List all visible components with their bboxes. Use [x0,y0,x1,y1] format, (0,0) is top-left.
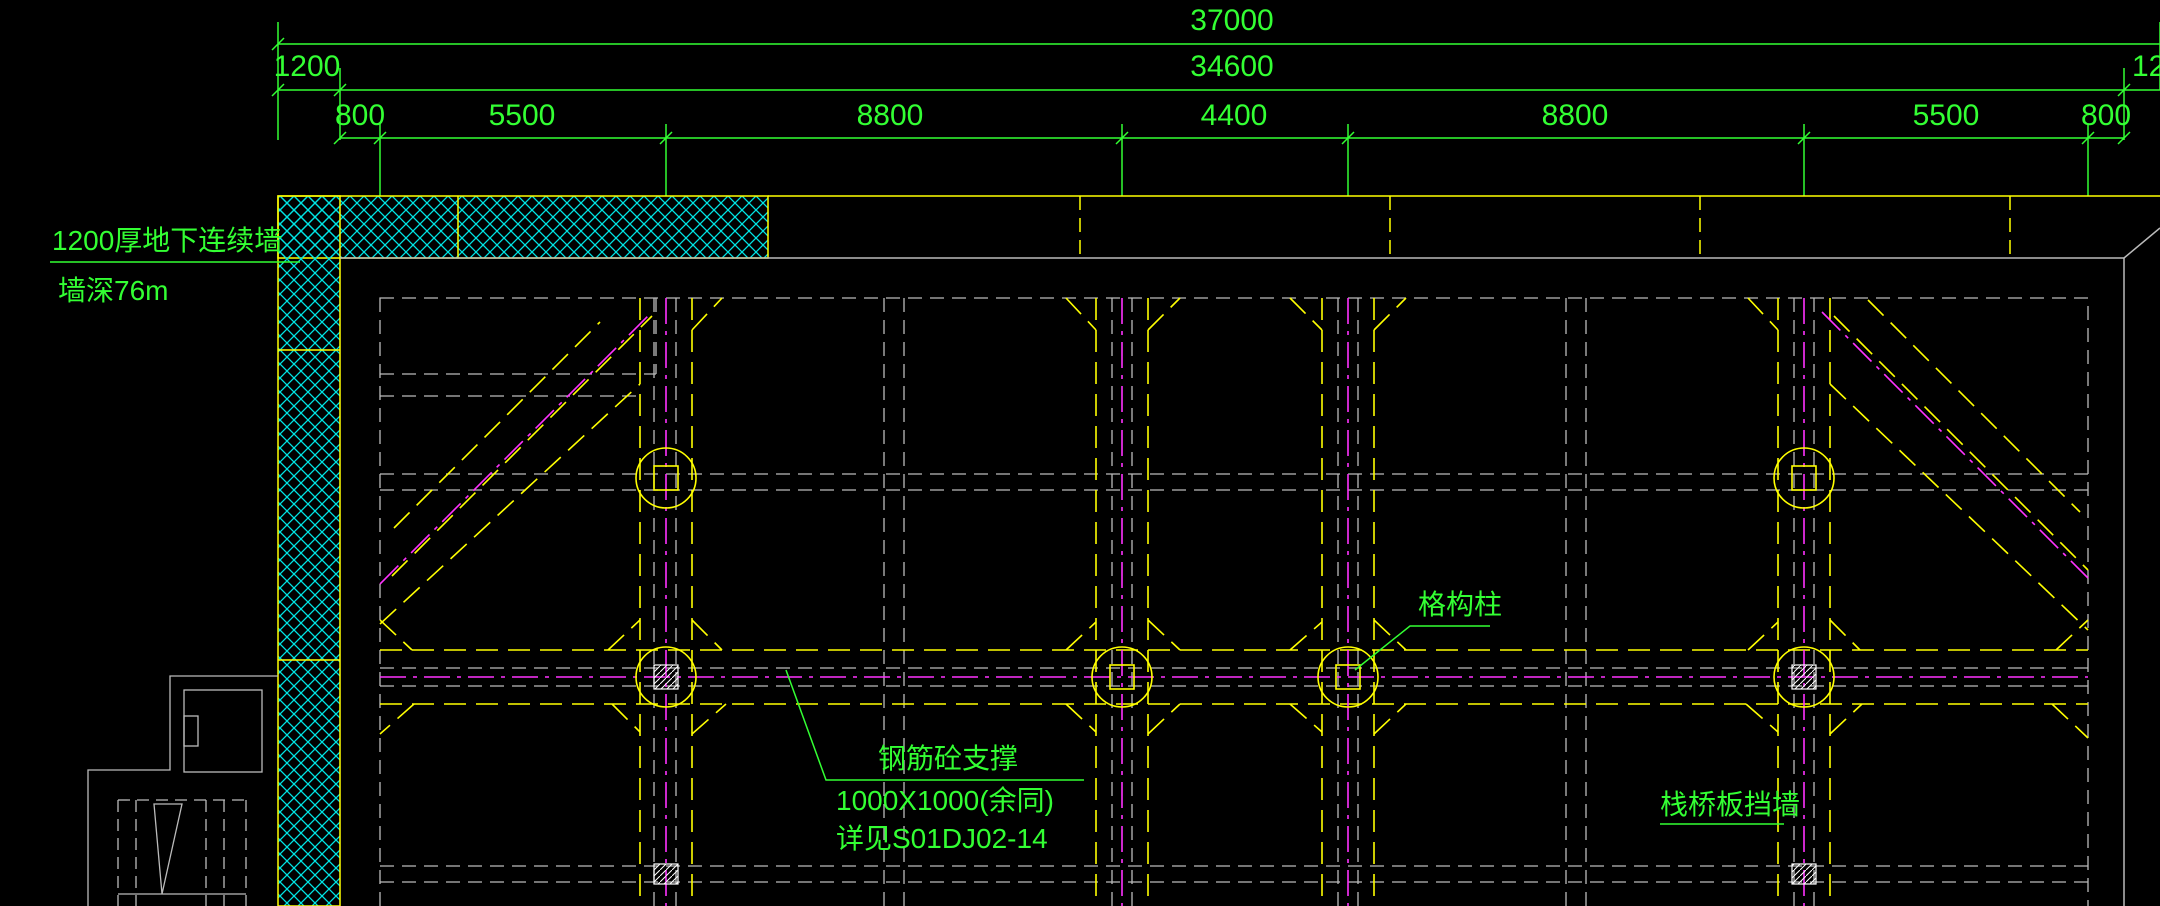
dim-overall: 37000 [1190,4,1273,37]
dim-bay-7: 800 [2081,99,2131,132]
lattice-column-label: 格构柱 [1418,589,1502,620]
lattice-columns [635,447,1835,708]
column-hatched-cores [653,664,1817,885]
dim-bay-2: 5500 [489,99,556,132]
trestle-wall-label: 栈桥板挡墙 [1660,789,1800,820]
dimension-bay-ticks [373,124,2095,196]
dim-inner: 34600 [1190,50,1273,83]
dim-wall-right: 12 [2132,50,2160,83]
axis-lines [379,298,2089,906]
strut-size-label: 1000X1000(余同) [836,785,1054,816]
strut-ref-label: 详见S01DJ02-14 [836,823,1048,854]
dimension-lines [271,22,2160,145]
hidden-lines [379,297,2089,906]
dim-bay-5: 8800 [1542,99,1609,132]
dim-wall-left: 1200 [274,50,341,83]
left-shaft-structure [87,675,278,906]
dim-bay-3: 8800 [857,99,924,132]
concrete-struts [379,297,2089,906]
leader-lines [50,261,1784,825]
wall-depth-label: 墙深76m [58,275,168,306]
wall-outline [340,195,2160,906]
dim-bay-1: 800 [335,99,385,132]
diaphragm-wall [277,195,769,906]
panel-joints [1079,196,2011,258]
wall-title-label: 1200厚地下连续墙 [52,225,282,256]
dim-bay-6: 5500 [1913,99,1980,132]
dim-bay-4: 4400 [1201,99,1268,132]
strut-title-label: 钢筋砼支撑 [878,743,1018,774]
